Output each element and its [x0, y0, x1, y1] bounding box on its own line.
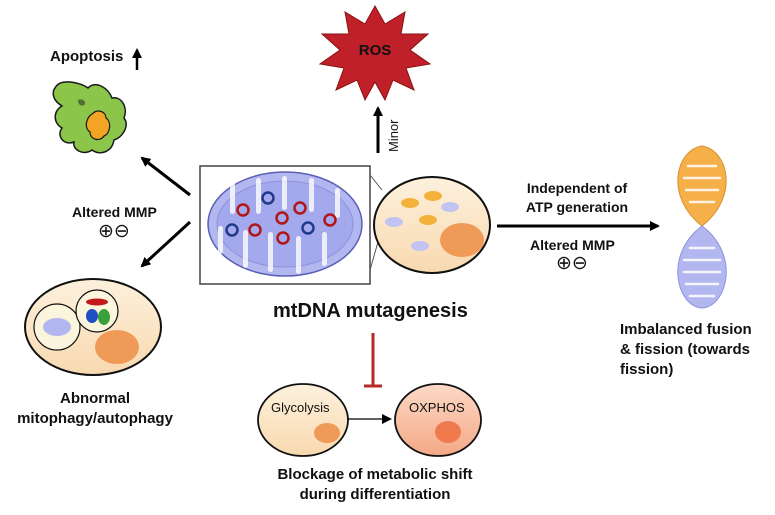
independent-line2: ATP generation	[525, 199, 629, 215]
oxphos-label: OXPHOS	[409, 400, 465, 415]
imbalanced-line3: fission)	[620, 361, 674, 378]
oxphos-cell-icon	[394, 383, 482, 457]
blockage-label: Blockage of metabolic shift during diffe…	[230, 465, 520, 505]
zoom-line-top	[369, 174, 383, 191]
glycolysis-nucleus-icon	[314, 423, 340, 443]
independent-line1: Independent of	[526, 180, 628, 196]
minor-label: Minor	[386, 119, 401, 152]
mitochondrion-icon	[207, 171, 363, 277]
plus-minus-right-icon: ⊕⊖	[556, 253, 588, 274]
apoptotic-fragment-icon	[78, 99, 86, 106]
autophagy-cell-icon	[24, 278, 162, 376]
imbalanced-line1: Imbalanced fusion	[620, 321, 752, 338]
apoptotic-nucleus-icon	[85, 110, 111, 141]
arrow-to-mitophagy	[140, 220, 192, 268]
plus-minus-left-icon: ⊕⊖	[98, 221, 130, 242]
glycolysis-label: Glycolysis	[271, 400, 330, 415]
arrow-to-apoptosis	[140, 156, 191, 197]
oxphos-nucleus-icon	[435, 421, 461, 443]
independent-label: Independent of ATP generation	[518, 179, 636, 217]
abnormal-label: Abnormal mitophagy/autophagy	[0, 389, 190, 429]
abnormal-line2: mitophagy/autophagy	[17, 410, 173, 427]
abnormal-line1: Abnormal	[59, 390, 130, 407]
glycolysis-cell-icon	[257, 383, 349, 457]
ros-burst-icon	[318, 4, 432, 102]
central-cell-icon	[373, 176, 491, 274]
altered-mmp-left-label: Altered MMP	[72, 204, 157, 220]
blockage-line2: during differentiation	[299, 486, 451, 503]
fission-mitochondria-icon	[677, 145, 727, 309]
imbalanced-label: Imbalanced fusion & fission (towards fis…	[620, 320, 775, 380]
ros-label: ROS	[358, 42, 392, 59]
blockage-line1: Blockage of metabolic shift	[277, 466, 473, 483]
mtdna-label: mtDNA mutagenesis	[273, 300, 468, 322]
apoptosis-label: Apoptosis	[50, 48, 124, 65]
altered-mmp-right-label: Altered MMP	[530, 237, 615, 253]
imbalanced-line2: & fission (towards	[620, 341, 751, 358]
